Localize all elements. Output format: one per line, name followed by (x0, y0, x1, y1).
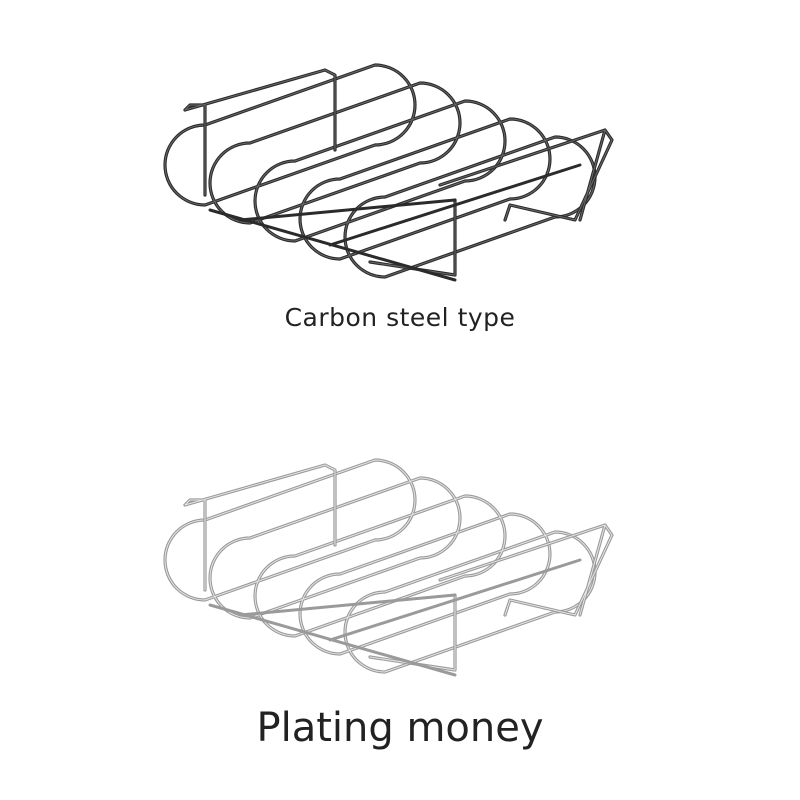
rack-loop (163, 63, 417, 207)
rack-cross-bar (208, 558, 582, 677)
rack-loop-highlight (164, 64, 416, 206)
rack-loop (163, 458, 417, 602)
carbon-steel-rack-image (0, 30, 800, 290)
rack-loop (298, 117, 552, 261)
rack-loop-highlight (209, 477, 461, 619)
rack-right-frame-highlight (369, 129, 613, 276)
plated-caption: Plating money (256, 705, 544, 751)
rack-loop-highlight (164, 459, 416, 601)
rack-loop (253, 494, 507, 638)
rack-loop (298, 512, 552, 656)
wire-rack-drawing (163, 63, 614, 282)
rack-right-frame-highlight (369, 524, 613, 671)
rack-left-frame-highlight (184, 69, 336, 196)
rack-cross-bar (208, 163, 582, 282)
rack-loop-highlight (254, 495, 506, 637)
rack-loop-highlight (209, 82, 461, 224)
wire-rack-drawing (163, 458, 614, 677)
carbon-steel-caption: Carbon steel type (284, 303, 516, 332)
plated-rack-image (0, 425, 800, 685)
rack-loop-highlight (299, 513, 551, 655)
rack-loop-highlight (299, 118, 551, 260)
rack-loop-highlight (254, 100, 506, 242)
rack-loop (253, 99, 507, 243)
rack-left-frame-highlight (184, 464, 336, 591)
